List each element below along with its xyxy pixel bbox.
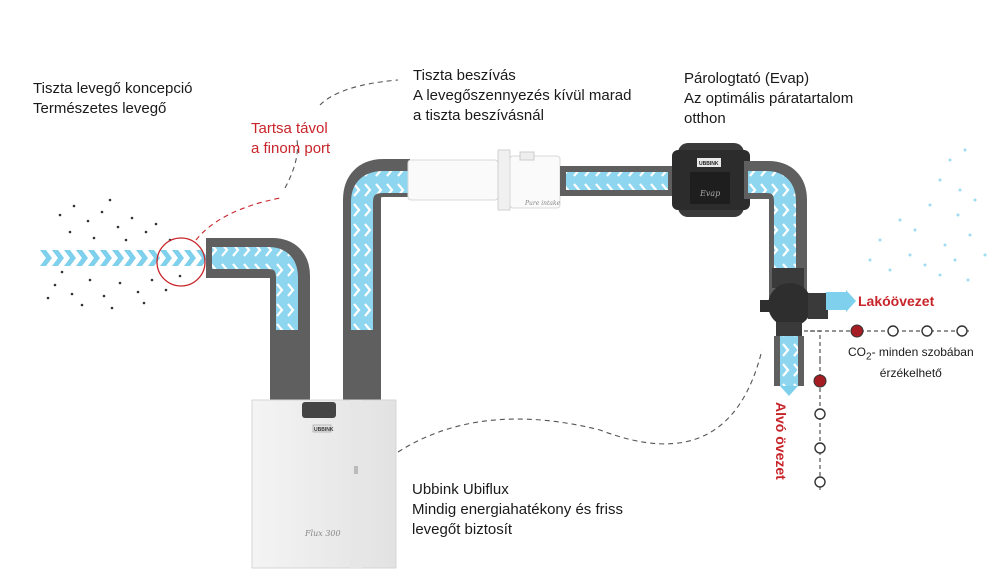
intake-line3: a tiszta beszívásnál: [413, 107, 544, 124]
ubiflux-script: Flux 300: [304, 529, 341, 538]
ubiflux-line3: levegőt biztosít: [412, 521, 513, 538]
middle-duct: [560, 166, 672, 196]
living-zone-label: Lakóövezet: [858, 293, 935, 309]
intake-line1: Tiszta beszívás: [413, 67, 516, 84]
ubiflux-brand: UBBINK: [314, 427, 334, 433]
ubiflux-label: Ubbink Ubiflux Mindig energiahatékony és…: [412, 480, 623, 540]
evap-line1: Párologtató (Evap): [684, 70, 810, 87]
t-junction: [760, 268, 828, 338]
dust-line2: a finom port: [251, 140, 331, 157]
left-duct: [206, 238, 310, 400]
evap-label: Párologtató (Evap) Az optimális páratart…: [684, 69, 853, 129]
evap-script: Evap: [699, 189, 720, 198]
sleeping-branch: [774, 336, 804, 396]
ubiflux-unit: UBBINK Flux 300: [251, 399, 397, 569]
co2-prefix: CO: [848, 345, 866, 359]
intro-line1: Tiszta levegő koncepció: [33, 80, 193, 97]
intro-label: Tiszta levegő koncepció Természetes leve…: [33, 79, 193, 119]
leader-lines: [195, 79, 763, 453]
ubiflux-line1: Ubbink Ubiflux: [412, 481, 509, 498]
incoming-air-arrows: [40, 250, 208, 266]
dust-particles: [46, 198, 182, 310]
dust-label: Tartsa távol a finom port: [251, 119, 330, 159]
co2-subscript: 2: [866, 351, 872, 363]
co2-sensors: [804, 324, 970, 490]
outgoing-air-dots: [868, 148, 987, 282]
dust-line1: Tartsa távol: [251, 120, 328, 137]
evap-unit: UBBINK Evap: [672, 143, 750, 217]
intro-line2: Természetes levegő: [33, 100, 167, 117]
supply-duct: [343, 159, 410, 400]
pure-intake-filter: Pure intake: [407, 149, 561, 211]
filter-script: Pure intake: [524, 200, 561, 207]
co2-label: CO2- minden szobában érzékelhető: [848, 344, 974, 382]
co2-line1: CO2- minden szobában: [848, 344, 974, 365]
intake-label: Tiszta beszívás A levegőszennyezés kívül…: [413, 66, 631, 126]
evap-line3: otthon: [684, 110, 726, 127]
co2-line2: érzékelhető: [879, 366, 942, 381]
evap-brand: UBBINK: [699, 161, 719, 167]
evap-line2: Az optimális páratartalom: [684, 90, 854, 107]
dust-filter-highlight: [156, 237, 206, 287]
co2-suffix: - minden szobában: [871, 345, 974, 359]
sleeping-zone-label: Alvó övezet: [773, 402, 789, 480]
right-duct: [744, 161, 807, 300]
intake-line2: A levegőszennyezés kívül marad: [413, 87, 632, 104]
living-branch: [826, 290, 856, 312]
ubiflux-line2: Mindig energiahatékony és friss: [412, 501, 623, 518]
